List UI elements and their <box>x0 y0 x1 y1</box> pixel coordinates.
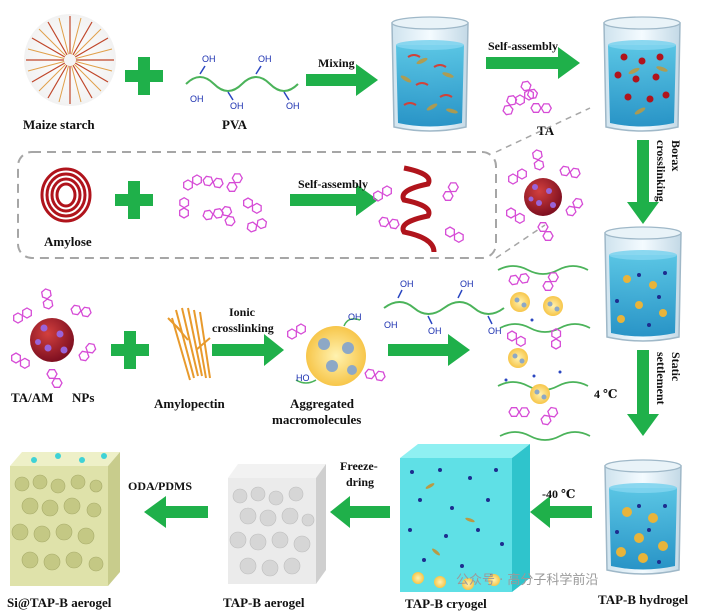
plus-icon <box>111 331 149 369</box>
oh-label: OH <box>286 101 300 111</box>
si-aerogel-label: Si@TAP-B aerogel <box>7 595 112 610</box>
svg-text:settlement: settlement <box>654 352 668 405</box>
arrow-freeze-dry <box>348 506 390 518</box>
arrow-head <box>627 414 659 436</box>
ionic-label-1: Ionic <box>229 305 256 319</box>
arrow-to-network <box>388 344 450 356</box>
arrow-head <box>330 496 350 528</box>
arrow-head <box>356 184 378 216</box>
svg-text:crosslinking: crosslinking <box>654 140 668 202</box>
oh-label: OH <box>428 326 442 336</box>
temp-minus40-label: -40 ℃ <box>542 487 575 501</box>
arrow-head <box>448 334 470 366</box>
oh-label: OH <box>258 54 272 64</box>
pva-chain: OH OH OH OH OH <box>185 54 300 111</box>
arrow-borax <box>637 140 649 204</box>
self-assembly-top-label: Self-assembly <box>488 39 558 53</box>
oh-label: OH <box>400 279 414 289</box>
arrow-oda-pdms <box>164 506 208 518</box>
arrow-head <box>144 496 166 528</box>
svg-text:Static: Static <box>669 352 683 382</box>
beaker-borax <box>604 226 682 342</box>
ionic-label-2: crosslinking <box>212 321 274 335</box>
zoom-line <box>495 224 546 259</box>
oh-label: OH <box>190 94 204 104</box>
ho-label: HO <box>296 373 310 383</box>
amylopectin <box>167 307 211 381</box>
beaker-self-assembly <box>603 16 681 132</box>
mixing-label: Mixing <box>318 56 355 70</box>
borax-label: Borax crosslinking <box>654 140 683 202</box>
pva-chain: OH OH OH OH OH <box>383 279 505 336</box>
amylose-ta-helix <box>373 165 466 253</box>
amylose-label: Amylose <box>44 234 92 249</box>
beaker-hydrogel <box>604 459 682 575</box>
ta-label: TA <box>537 123 555 138</box>
oh-label: OH <box>460 279 474 289</box>
cryogel-cube <box>400 444 530 592</box>
si-tapb-aerogel-block <box>10 452 120 586</box>
oh-label: OH <box>348 312 362 322</box>
arrow-ionic <box>212 344 266 356</box>
temp-4-label: 4 ℃ <box>594 387 617 401</box>
tapb-cryogel-label: TAP-B cryogel <box>405 596 487 611</box>
oh-label: OH <box>230 101 244 111</box>
pva-label: PVA <box>222 117 248 132</box>
svg-text:Borax: Borax <box>669 140 683 171</box>
aggregated-label-2: macromolecules <box>272 412 361 427</box>
plus-icon <box>125 57 163 95</box>
beaker-mixing <box>391 16 469 132</box>
inset-box <box>17 151 497 259</box>
arrow-static <box>637 350 649 416</box>
ta-molecule <box>497 79 554 120</box>
odapdms-label: ODA/PDMS <box>128 479 192 493</box>
arrow-mixing <box>306 74 358 86</box>
arrow-freeze <box>548 506 592 518</box>
arrow-self-assembly-top <box>486 57 560 69</box>
arrow-head <box>530 496 550 528</box>
oh-label: OH <box>384 320 398 330</box>
aggregated-label-1: Aggregated <box>290 396 355 411</box>
nps-label: NPs <box>72 390 94 405</box>
maize-starch-granule <box>24 14 116 106</box>
maize-starch-label: Maize starch <box>23 117 95 132</box>
freeze-label-1: Freeze- <box>340 459 378 473</box>
watermark-text: 公众号 · 高分子科学前沿 <box>456 572 598 588</box>
amylopectin-label: Amylopectin <box>154 396 226 411</box>
crosslinked-network <box>497 265 591 441</box>
oh-label: OH <box>488 326 502 336</box>
ta-molecule <box>172 169 268 235</box>
arrow-head <box>558 47 580 79</box>
arrow-head <box>264 334 284 366</box>
tapb-aerogel-label: TAP-B aerogel <box>223 595 305 610</box>
oh-label: OH <box>202 54 216 64</box>
ta-am-nps <box>8 287 99 388</box>
ta-am-nanoparticle <box>503 148 586 241</box>
self-assembly-mid-label: Self-assembly <box>298 177 368 191</box>
static-label: Static settlement <box>654 352 683 405</box>
freeze-label-2: dring <box>346 475 374 489</box>
arrow-self-assembly-mid <box>290 194 358 206</box>
tapb-hydrogel-label: TAP-B hydrogel <box>598 592 689 607</box>
arrow-head <box>356 64 378 96</box>
amylose-coil <box>40 167 92 223</box>
ta-am-label: TA/AM <box>11 390 53 405</box>
arrow-head <box>627 202 659 224</box>
tapb-aerogel-block <box>228 464 326 584</box>
aggregated-macromolecule <box>287 318 388 388</box>
plus-icon <box>115 181 153 219</box>
